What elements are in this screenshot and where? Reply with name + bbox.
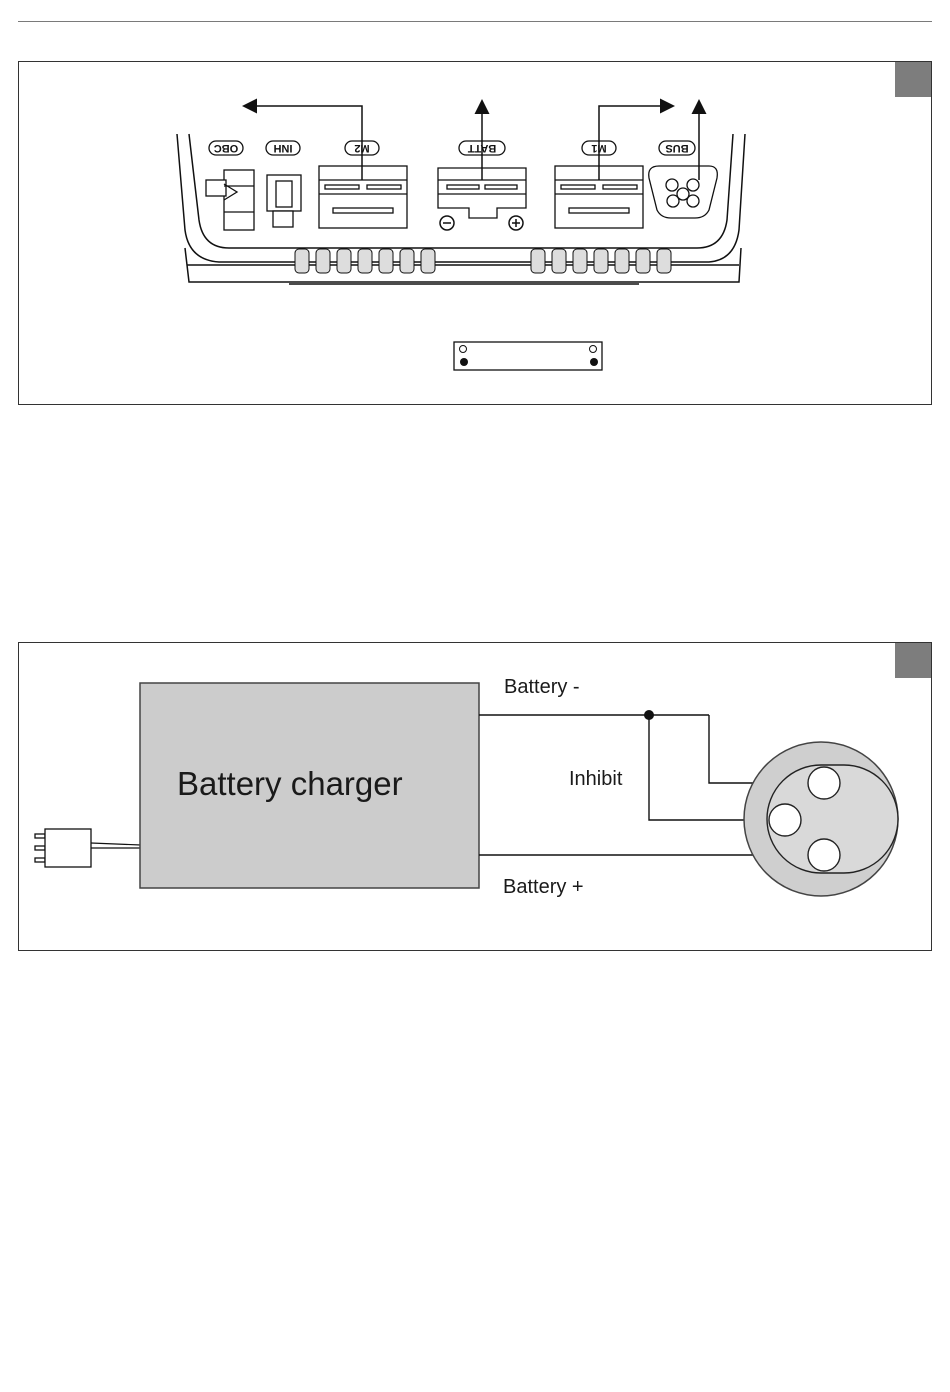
label-inh: INH bbox=[266, 141, 300, 155]
label-bus: BUS bbox=[659, 141, 695, 155]
socket-pin-inhibit bbox=[769, 804, 801, 836]
socket-pin-battery-minus bbox=[808, 767, 840, 799]
page-top-rule bbox=[18, 21, 932, 22]
svg-text:INH: INH bbox=[273, 142, 292, 154]
mains-plug-icon bbox=[35, 829, 141, 867]
wire-junction-dot bbox=[644, 710, 654, 720]
connector-panel-drawing: OBC INH M2 BATT M1 BUS bbox=[19, 62, 933, 406]
socket-pin-battery-plus bbox=[808, 839, 840, 871]
m2-connector bbox=[319, 166, 407, 228]
svg-text:BUS: BUS bbox=[665, 142, 688, 154]
label-obc: OBC bbox=[209, 141, 243, 155]
cooling-fins-right bbox=[531, 249, 671, 273]
battery-charger-box: Battery charger bbox=[140, 683, 479, 888]
battery-minus-label: Battery - bbox=[504, 676, 580, 698]
led-indicator-strip bbox=[454, 342, 602, 370]
inhibit-label: Inhibit bbox=[569, 768, 623, 790]
cooling-fins-left bbox=[295, 249, 435, 273]
connector-panel-figure: OBC INH M2 BATT M1 BUS bbox=[18, 61, 932, 405]
charger-label: Battery charger bbox=[177, 765, 403, 802]
batt-minus-terminal bbox=[440, 216, 454, 230]
batt-plus-terminal bbox=[509, 216, 523, 230]
bus-connector bbox=[649, 166, 718, 218]
charger-wiring-drawing: Battery charger Battery - Inhibit Batter… bbox=[19, 643, 933, 952]
inh-connector bbox=[267, 175, 301, 227]
battery-plus-label: Battery + bbox=[503, 876, 584, 898]
obc-connector bbox=[206, 170, 254, 230]
charger-wiring-figure: Battery charger Battery - Inhibit Batter… bbox=[18, 642, 932, 951]
svg-text:OBC: OBC bbox=[214, 142, 239, 154]
charger-socket bbox=[744, 742, 898, 896]
